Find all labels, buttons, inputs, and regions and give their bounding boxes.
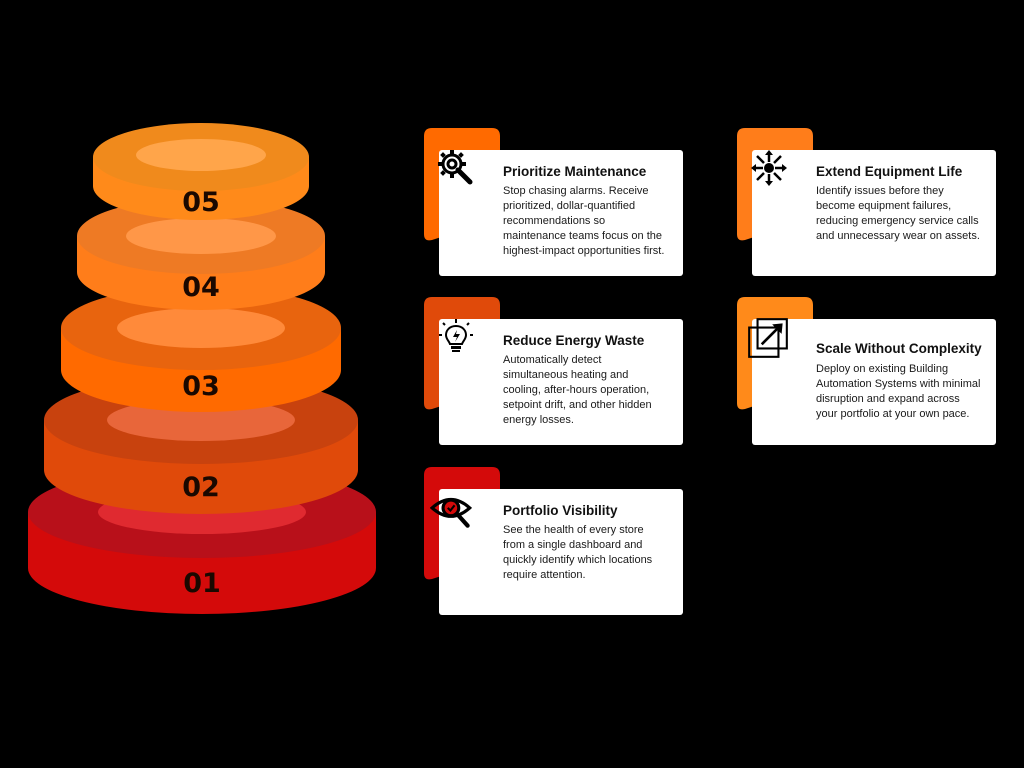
tier-05: 05: [93, 123, 309, 220]
stacked-tiers-diagram: 01 02 03 04 05: [28, 123, 376, 614]
card-extend-equipment-life: Extend Equipment Life Identify issues be…: [737, 128, 996, 276]
tier-01-number: 01: [183, 568, 221, 599]
tier-05-number: 05: [182, 187, 220, 218]
card-panel: Portfolio Visibility See the health of e…: [439, 489, 683, 615]
card-panel: Extend Equipment Life Identify issues be…: [752, 150, 996, 276]
card-title: Scale Without Complexity: [816, 341, 982, 356]
card-description: Stop chasing alarms. Receive prioritized…: [503, 185, 665, 257]
card-panel: Reduce Energy Waste Automatically detect…: [439, 319, 683, 445]
card-title: Portfolio Visibility: [503, 503, 618, 518]
tier-04-number: 04: [182, 272, 220, 303]
gear-wrench-icon: [438, 150, 473, 185]
card-description: Identify issues before they become equip…: [816, 185, 980, 242]
card-title: Prioritize Maintenance: [503, 164, 647, 179]
card-portfolio-visibility: Portfolio Visibility See the health of e…: [424, 467, 683, 615]
tier-05-inner: [136, 139, 266, 171]
card-title: Reduce Energy Waste: [503, 333, 645, 348]
tier-03-number: 03: [182, 371, 220, 402]
tier-03: 03: [61, 286, 341, 412]
network-expand-icon: [751, 150, 787, 186]
tier-04-inner: [126, 218, 276, 254]
tier-04: 04: [77, 198, 325, 310]
tier-03-inner: [117, 308, 285, 348]
card-prioritize-maintenance: Prioritize Maintenance Stop chasing alar…: [424, 128, 683, 276]
lightbulb-icon: [439, 319, 473, 352]
card-description: Deploy on existing Building Automation S…: [816, 363, 981, 420]
card-description: See the health of every store from a sin…: [503, 524, 653, 581]
card-panel: Prioritize Maintenance Stop chasing alar…: [439, 150, 683, 276]
scale-arrow-icon: [748, 318, 788, 358]
card-title: Extend Equipment Life: [816, 164, 963, 179]
card-scale-without-complexity: Scale Without Complexity Deploy on exist…: [737, 297, 996, 445]
card-reduce-energy-waste: Reduce Energy Waste Automatically detect…: [424, 297, 683, 445]
eye-search-icon: [430, 497, 473, 528]
card-description: Automatically detect simultaneous heatin…: [503, 354, 652, 426]
tier-02-number: 02: [182, 472, 220, 503]
card-panel: Scale Without Complexity Deploy on exist…: [752, 319, 996, 445]
